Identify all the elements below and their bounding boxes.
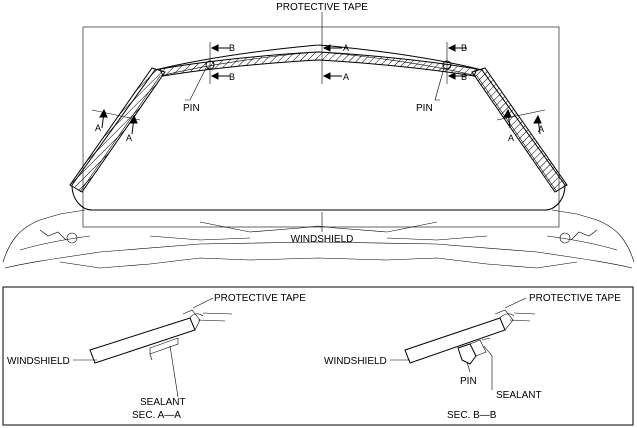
windshield-label: WINDSHIELD (291, 234, 354, 245)
section-b-pin (457, 343, 477, 365)
section-b-windshield-label: WINDSHIELD (324, 356, 387, 367)
section-b-glass (404, 317, 506, 364)
windshield-glass (71, 44, 566, 211)
section-a-sealant-label: SEALANT (140, 397, 186, 408)
top-view: B B A A B B A A A A PROTECTIVE TAPE PIN … (2, 2, 635, 269)
section-panel-frame (2, 286, 634, 426)
protective-tape-top (159, 51, 478, 77)
pin-right-label: PIN (416, 103, 433, 114)
section-arrows (99, 44, 542, 135)
section-mark-a-right-outer: A (538, 124, 544, 134)
section-a-windshield-label: WINDSHIELD (7, 356, 70, 367)
section-mark-b-right-top: B (461, 43, 467, 53)
section-mark-a-left-inner: A (126, 133, 132, 143)
section-b-sealant-label: SEALANT (496, 390, 542, 401)
section-mark-a-center-top: A (343, 43, 349, 53)
top-view-frame (82, 26, 560, 228)
section-a-caption: SEC. A—A (132, 410, 181, 421)
pin-left-label: PIN (183, 103, 200, 114)
protective-tape-label: PROTECTIVE TAPE (276, 2, 368, 13)
section-a-glass (89, 317, 196, 364)
vehicle-body-outline (2, 209, 635, 269)
section-b: PROTECTIVE TAPE WINDSHIELD PIN SEALANT S… (324, 293, 621, 421)
protective-tape-right (471, 67, 568, 193)
section-mark-a-center-bottom: A (343, 72, 349, 82)
section-mark-b-left-top: B (229, 43, 235, 53)
section-mark-a-left-outer: A (95, 123, 101, 133)
section-a-tape-label: PROTECTIVE TAPE (214, 293, 306, 304)
section-mark-b-left-bottom: B (229, 72, 235, 82)
protective-tape-left (69, 67, 166, 193)
section-lines (91, 40, 546, 121)
section-b-pin-label: PIN (460, 376, 477, 387)
section-mark-b-right-bottom: B (461, 72, 467, 82)
section-mark-a-right-inner: A (508, 133, 514, 143)
section-b-tape-label: PROTECTIVE TAPE (529, 293, 621, 304)
section-b-caption: SEC. B—B (447, 410, 497, 421)
section-a: PROTECTIVE TAPE WINDSHIELD SEALANT SEC. … (7, 293, 306, 421)
